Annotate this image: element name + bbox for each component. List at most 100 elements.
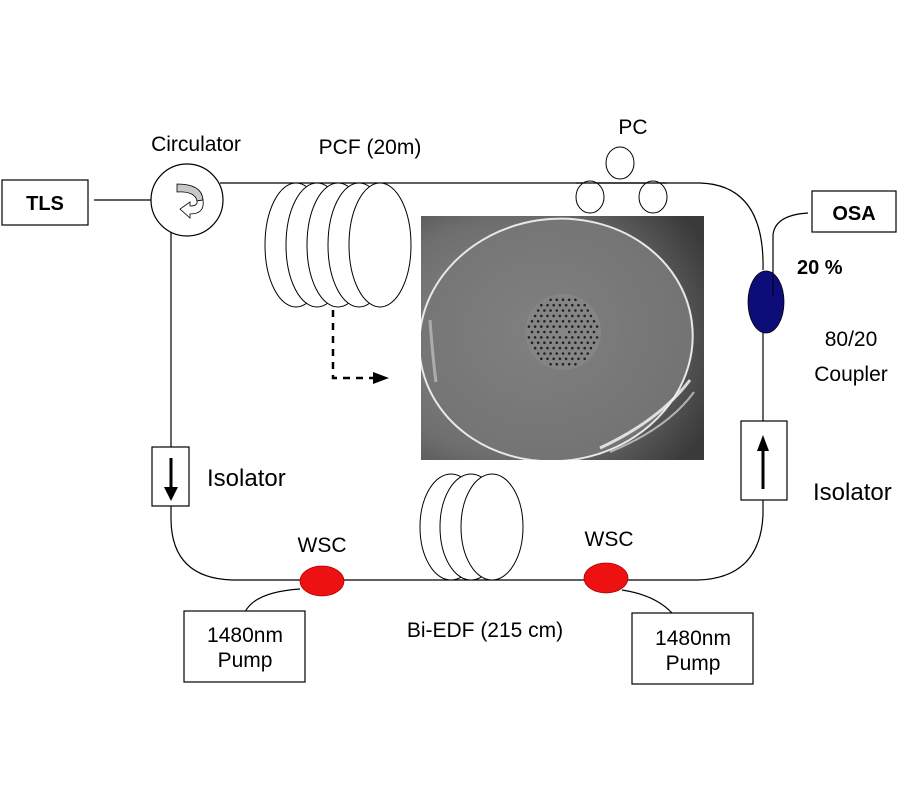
air-hole xyxy=(555,298,559,302)
air-hole xyxy=(527,336,531,339)
air-hole xyxy=(552,314,555,318)
air-hole xyxy=(540,303,543,307)
air-hole xyxy=(546,303,549,307)
air-hole xyxy=(564,357,568,361)
circulator: Circulator xyxy=(150,133,241,237)
air-hole xyxy=(543,341,546,345)
air-hole xyxy=(589,346,593,350)
air-hole xyxy=(558,346,562,350)
air-hole xyxy=(574,341,577,345)
air-hole xyxy=(549,330,552,334)
wsc-left: WSC xyxy=(298,534,347,597)
air-hole xyxy=(530,330,534,334)
pump-left-box: 1480nm Pump xyxy=(183,610,306,683)
air-hole xyxy=(564,336,568,339)
pump-left-line1: 1480nm xyxy=(207,624,283,647)
air-hole xyxy=(583,357,586,361)
coupler-name-line1: 80/20 xyxy=(825,328,878,351)
air-hole xyxy=(571,346,574,350)
air-hole xyxy=(549,298,552,302)
air-hole xyxy=(574,309,577,312)
air-hole xyxy=(574,298,577,302)
air-hole xyxy=(595,325,599,328)
pcf-core-region xyxy=(525,294,601,370)
air-hole xyxy=(549,352,552,355)
air-hole xyxy=(589,314,593,318)
air-hole xyxy=(567,341,571,345)
osa-box: OSA xyxy=(811,190,897,233)
pcf-label: PCF (20m) xyxy=(319,136,422,159)
air-hole xyxy=(580,352,583,355)
pcf-sem-inset xyxy=(421,216,704,460)
air-hole xyxy=(558,325,562,328)
air-hole xyxy=(543,309,546,312)
air-hole xyxy=(571,303,574,307)
pc-label: PC xyxy=(618,116,647,139)
air-hole xyxy=(561,309,565,312)
air-hole xyxy=(577,336,580,339)
air-hole xyxy=(546,357,549,361)
air-hole xyxy=(527,325,531,328)
air-hole xyxy=(577,346,580,350)
polarization-controller: PC xyxy=(575,116,668,214)
air-hole xyxy=(543,352,546,355)
coupler-ratio-label: 20 % xyxy=(797,257,843,279)
air-hole xyxy=(564,303,568,307)
isolator-left: Isolator xyxy=(151,446,286,507)
air-hole xyxy=(555,309,559,312)
air-hole xyxy=(580,330,583,334)
air-hole xyxy=(574,362,577,366)
circulator-arrow-icon xyxy=(179,199,204,219)
air-hole xyxy=(571,336,574,339)
air-hole xyxy=(567,298,571,302)
air-hole xyxy=(540,336,543,339)
air-hole xyxy=(589,336,593,339)
air-hole xyxy=(571,325,574,328)
air-hole xyxy=(586,330,590,334)
air-hole xyxy=(561,341,565,345)
air-hole xyxy=(586,320,590,323)
air-hole xyxy=(589,325,593,328)
fiber-top xyxy=(220,182,764,271)
coupler-body xyxy=(747,270,785,334)
arrow-down-icon xyxy=(164,487,178,501)
air-hole xyxy=(574,330,577,334)
tls-box: TLS xyxy=(1,179,89,226)
air-hole xyxy=(549,341,552,345)
air-hole xyxy=(552,325,555,328)
air-hole xyxy=(583,325,586,328)
air-hole xyxy=(583,314,586,318)
air-hole xyxy=(555,341,559,345)
air-hole xyxy=(592,320,596,323)
air-hole xyxy=(555,320,559,323)
air-hole xyxy=(571,314,574,318)
air-hole xyxy=(583,346,586,350)
air-hole xyxy=(583,303,586,307)
air-hole xyxy=(533,314,537,318)
air-hole xyxy=(552,357,555,361)
air-hole xyxy=(577,314,580,318)
air-hole xyxy=(567,362,571,366)
air-hole xyxy=(564,314,568,318)
bi-edf-coil: Bi-EDF (215 cm) xyxy=(407,473,563,642)
air-hole xyxy=(558,303,562,307)
air-hole xyxy=(580,320,583,323)
air-hole xyxy=(571,357,574,361)
air-hole xyxy=(574,352,577,355)
air-hole xyxy=(558,314,562,318)
air-hole xyxy=(561,362,565,366)
bi-edf-label: Bi-EDF (215 cm) xyxy=(407,619,563,642)
air-hole xyxy=(561,320,565,323)
air-hole xyxy=(574,320,577,323)
air-hole xyxy=(552,336,555,339)
isolator-right: Isolator xyxy=(740,420,892,506)
air-hole xyxy=(567,330,571,334)
air-hole xyxy=(536,330,540,334)
air-hole xyxy=(564,346,568,350)
coupler-name-line2: Coupler xyxy=(814,363,888,386)
air-hole xyxy=(546,325,549,328)
air-hole xyxy=(580,341,583,345)
air-hole xyxy=(577,303,580,307)
air-hole xyxy=(580,309,583,312)
